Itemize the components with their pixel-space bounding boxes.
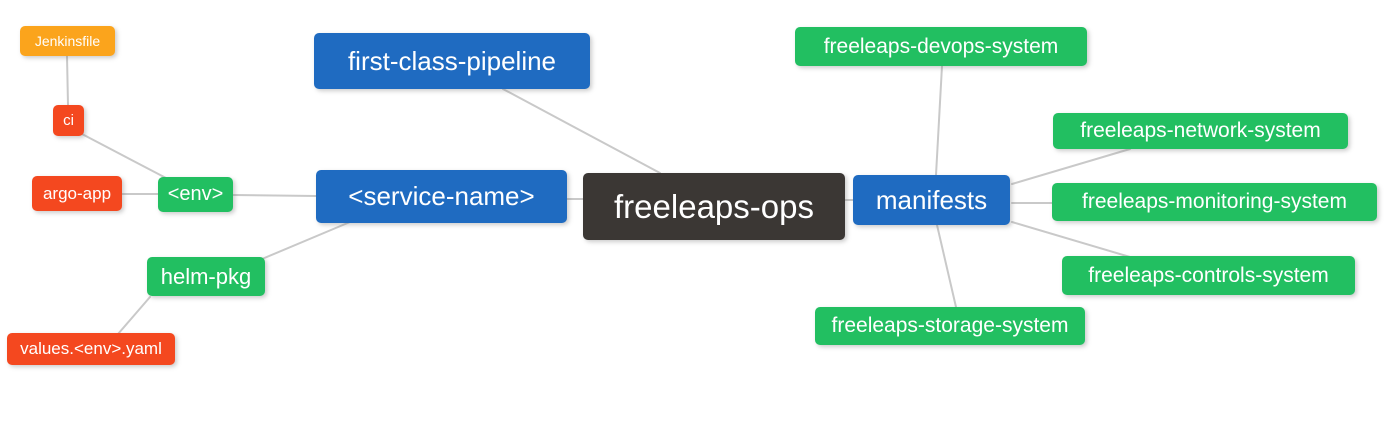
edge-ci-env [81,133,167,179]
edge-manifests-controls [1011,221,1131,258]
edge-values-helm-pkg [117,296,151,335]
node-freeleaps-ops[interactable]: freeleaps-ops [583,173,845,240]
node-freeleaps-network-system[interactable]: freeleaps-network-system [1053,113,1348,149]
edge-manifests-network [1011,148,1131,185]
node-values-env-yaml[interactable]: values.<env>.yaml [7,333,175,365]
edge-env-service-name [232,194,317,197]
node-service-name[interactable]: <service-name> [316,170,567,223]
edge-helm-pkg-service-name [261,221,351,260]
node-freeleaps-monitoring-system[interactable]: freeleaps-monitoring-system [1052,183,1377,221]
node-ci[interactable]: ci [53,105,84,136]
node-jenkinsfile[interactable]: Jenkinsfile [20,26,115,56]
node-manifests[interactable]: manifests [853,175,1010,225]
node-freeleaps-controls-system[interactable]: freeleaps-controls-system [1062,256,1355,295]
node-argo-app[interactable]: argo-app [32,176,122,211]
edge-manifests-devops [935,65,943,176]
edge-manifests-storage [936,224,957,308]
node-freeleaps-storage-system[interactable]: freeleaps-storage-system [815,307,1085,345]
node-freeleaps-devops-system[interactable]: freeleaps-devops-system [795,27,1087,66]
edge-first-class-pipeline-root [502,88,661,174]
node-env[interactable]: <env> [158,177,233,212]
node-first-class-pipeline[interactable]: first-class-pipeline [314,33,590,89]
node-helm-pkg[interactable]: helm-pkg [147,257,265,296]
edge-jenkinsfile-ci [66,55,69,106]
